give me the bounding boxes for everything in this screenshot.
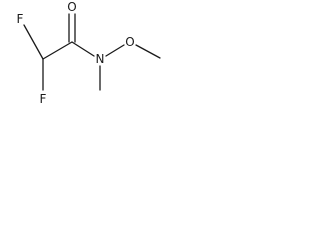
atom-fluorine-bottom: F xyxy=(40,92,47,106)
atom-oxygen-ether: O xyxy=(125,35,134,49)
atom-labels: F F O N O xyxy=(17,0,135,106)
atom-nitrogen: N xyxy=(96,52,105,66)
atom-fluorine-top: F xyxy=(17,12,24,26)
structure-diagram: F F O N O xyxy=(17,0,161,106)
atom-oxygen-carbonyl: O xyxy=(67,0,76,14)
bond-o-methyl xyxy=(135,44,161,59)
bond-f-top-c1 xyxy=(23,24,44,60)
bond-c1-c2 xyxy=(42,41,73,60)
bonds xyxy=(23,13,161,91)
bond-c2-n xyxy=(71,41,95,57)
bond-n-o xyxy=(105,44,125,57)
